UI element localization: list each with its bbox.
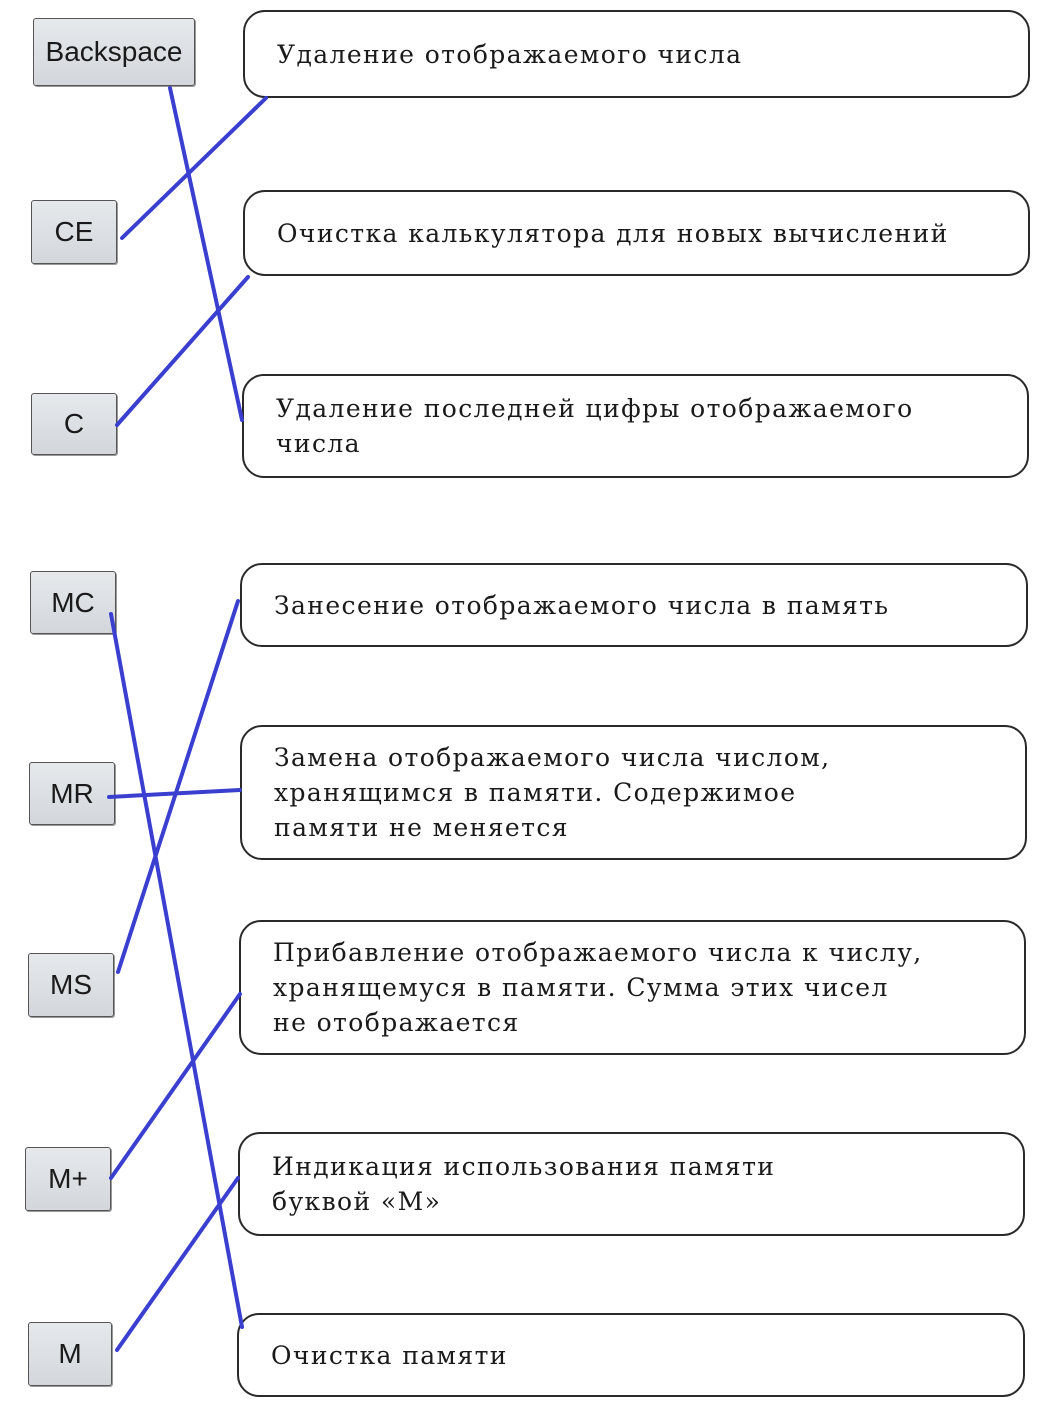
link-mr-replace-from-memory <box>107 788 242 799</box>
desc-delete-last-digit: Удаление последней цифры отображаемого ч… <box>242 374 1029 478</box>
desc-store-memory: Занесение отображаемого числа в память <box>240 563 1028 647</box>
desc-memory-indicator: Индикация использования памяти буквой «М… <box>238 1132 1025 1236</box>
link-c-clear-calc <box>115 275 250 427</box>
desc-delete-number: Удаление отображаемого числа <box>243 10 1030 98</box>
desc-clear-calc: Очистка калькулятора для новых вычислени… <box>243 190 1030 276</box>
desc-add-to-memory: Прибавление отображаемого числа к числу,… <box>239 920 1026 1055</box>
key-backspace: Backspace <box>33 18 195 86</box>
key-mr: MR <box>29 762 115 825</box>
key-c: C <box>31 393 117 455</box>
key-mc: MC <box>30 571 116 634</box>
key-ce: CE <box>31 200 117 264</box>
link-mplus-add-to-memory <box>109 992 242 1180</box>
key-m: M <box>28 1322 112 1386</box>
link-m-memory-indicator <box>115 1176 240 1352</box>
link-mc-clear-memory <box>109 612 244 1329</box>
link-ms-store-memory <box>116 599 240 974</box>
desc-replace-from-memory: Замена отображаемого числа числом, храня… <box>240 725 1027 860</box>
key-mplus: M+ <box>25 1147 111 1211</box>
link-backspace-delete-last-digit <box>168 86 244 422</box>
key-ms: MS <box>28 953 114 1017</box>
desc-clear-memory: Очистка памяти <box>237 1313 1025 1397</box>
